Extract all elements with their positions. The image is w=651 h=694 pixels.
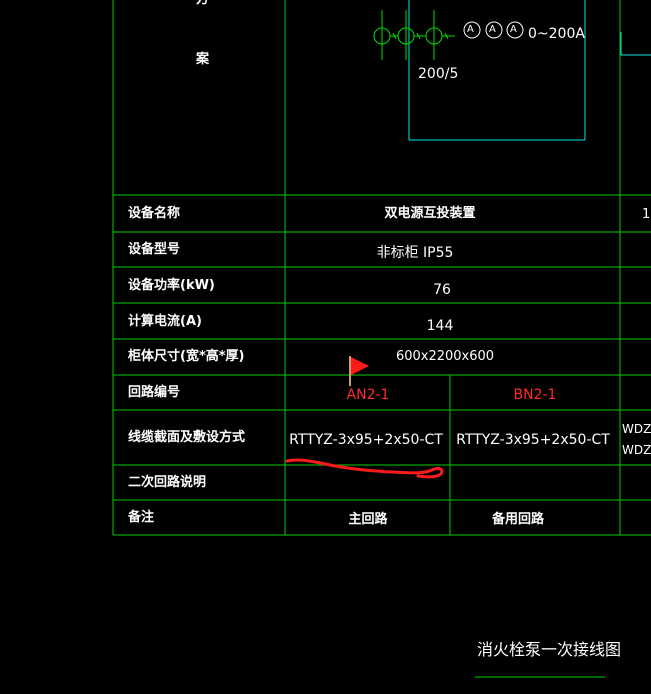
device-name-value: 双电源互投装置	[384, 206, 476, 221]
circuit-id-main: AN2-1	[346, 387, 390, 403]
switchgear-enclosure	[408, 0, 651, 141]
current-transformer-icon	[373, 10, 455, 60]
device-power-value: 76	[433, 282, 451, 298]
drawing-title: 消火栓泵一次接线图	[477, 640, 622, 659]
remarks-backup: 备用回路	[491, 512, 545, 527]
right-column-cable: WDZN	[622, 422, 651, 436]
row-label-secondary-circuit: 二次回路说明	[128, 475, 207, 490]
ammeter-symbol: A	[467, 24, 474, 35]
row-label-device-model: 设备型号	[128, 242, 181, 257]
ammeter-icons	[463, 21, 524, 39]
row-label-device-power: 设备功率(kW)	[128, 278, 215, 293]
row-label-remarks: 备注	[128, 510, 155, 525]
circuit-id-backup: BN2-1	[513, 387, 557, 403]
row-label-cable-spec: 线缆截面及敷设方式	[128, 430, 246, 445]
row-label-device-name: 设备名称	[128, 206, 181, 221]
cabinet-size-value: 600x2200x600	[395, 349, 495, 364]
remarks-main: 主回路	[348, 512, 388, 527]
row-label-calc-current: 计算电流(A)	[128, 314, 202, 329]
row-label-cabinet-size: 柜体尺寸(宽*高*厚)	[128, 349, 245, 364]
ammeter-symbol: A	[510, 24, 517, 35]
flag-marker-icon	[349, 356, 369, 386]
scheme-label: 方	[196, 0, 209, 8]
ammeter-range: 0~200A	[528, 26, 585, 42]
right-column-device-name: 1	[642, 207, 651, 222]
device-model-value: 非标柜 IP55	[376, 245, 454, 261]
ammeter-symbol: A	[489, 24, 496, 35]
red-markup-stroke	[285, 458, 444, 479]
cable-spec-main: RTTYZ-3x95+2x50-CT	[289, 432, 443, 448]
table-grid	[112, 0, 651, 536]
row-label-circuit-id: 回路编号	[128, 385, 181, 400]
scheme-label: 案	[196, 52, 210, 67]
right-column-cable: WDZI	[622, 443, 651, 457]
cable-spec-backup: RTTYZ-3x95+2x50-CT	[456, 432, 610, 448]
calc-current-value: 144	[426, 318, 454, 334]
ct-ratio: 200/5	[418, 66, 459, 82]
